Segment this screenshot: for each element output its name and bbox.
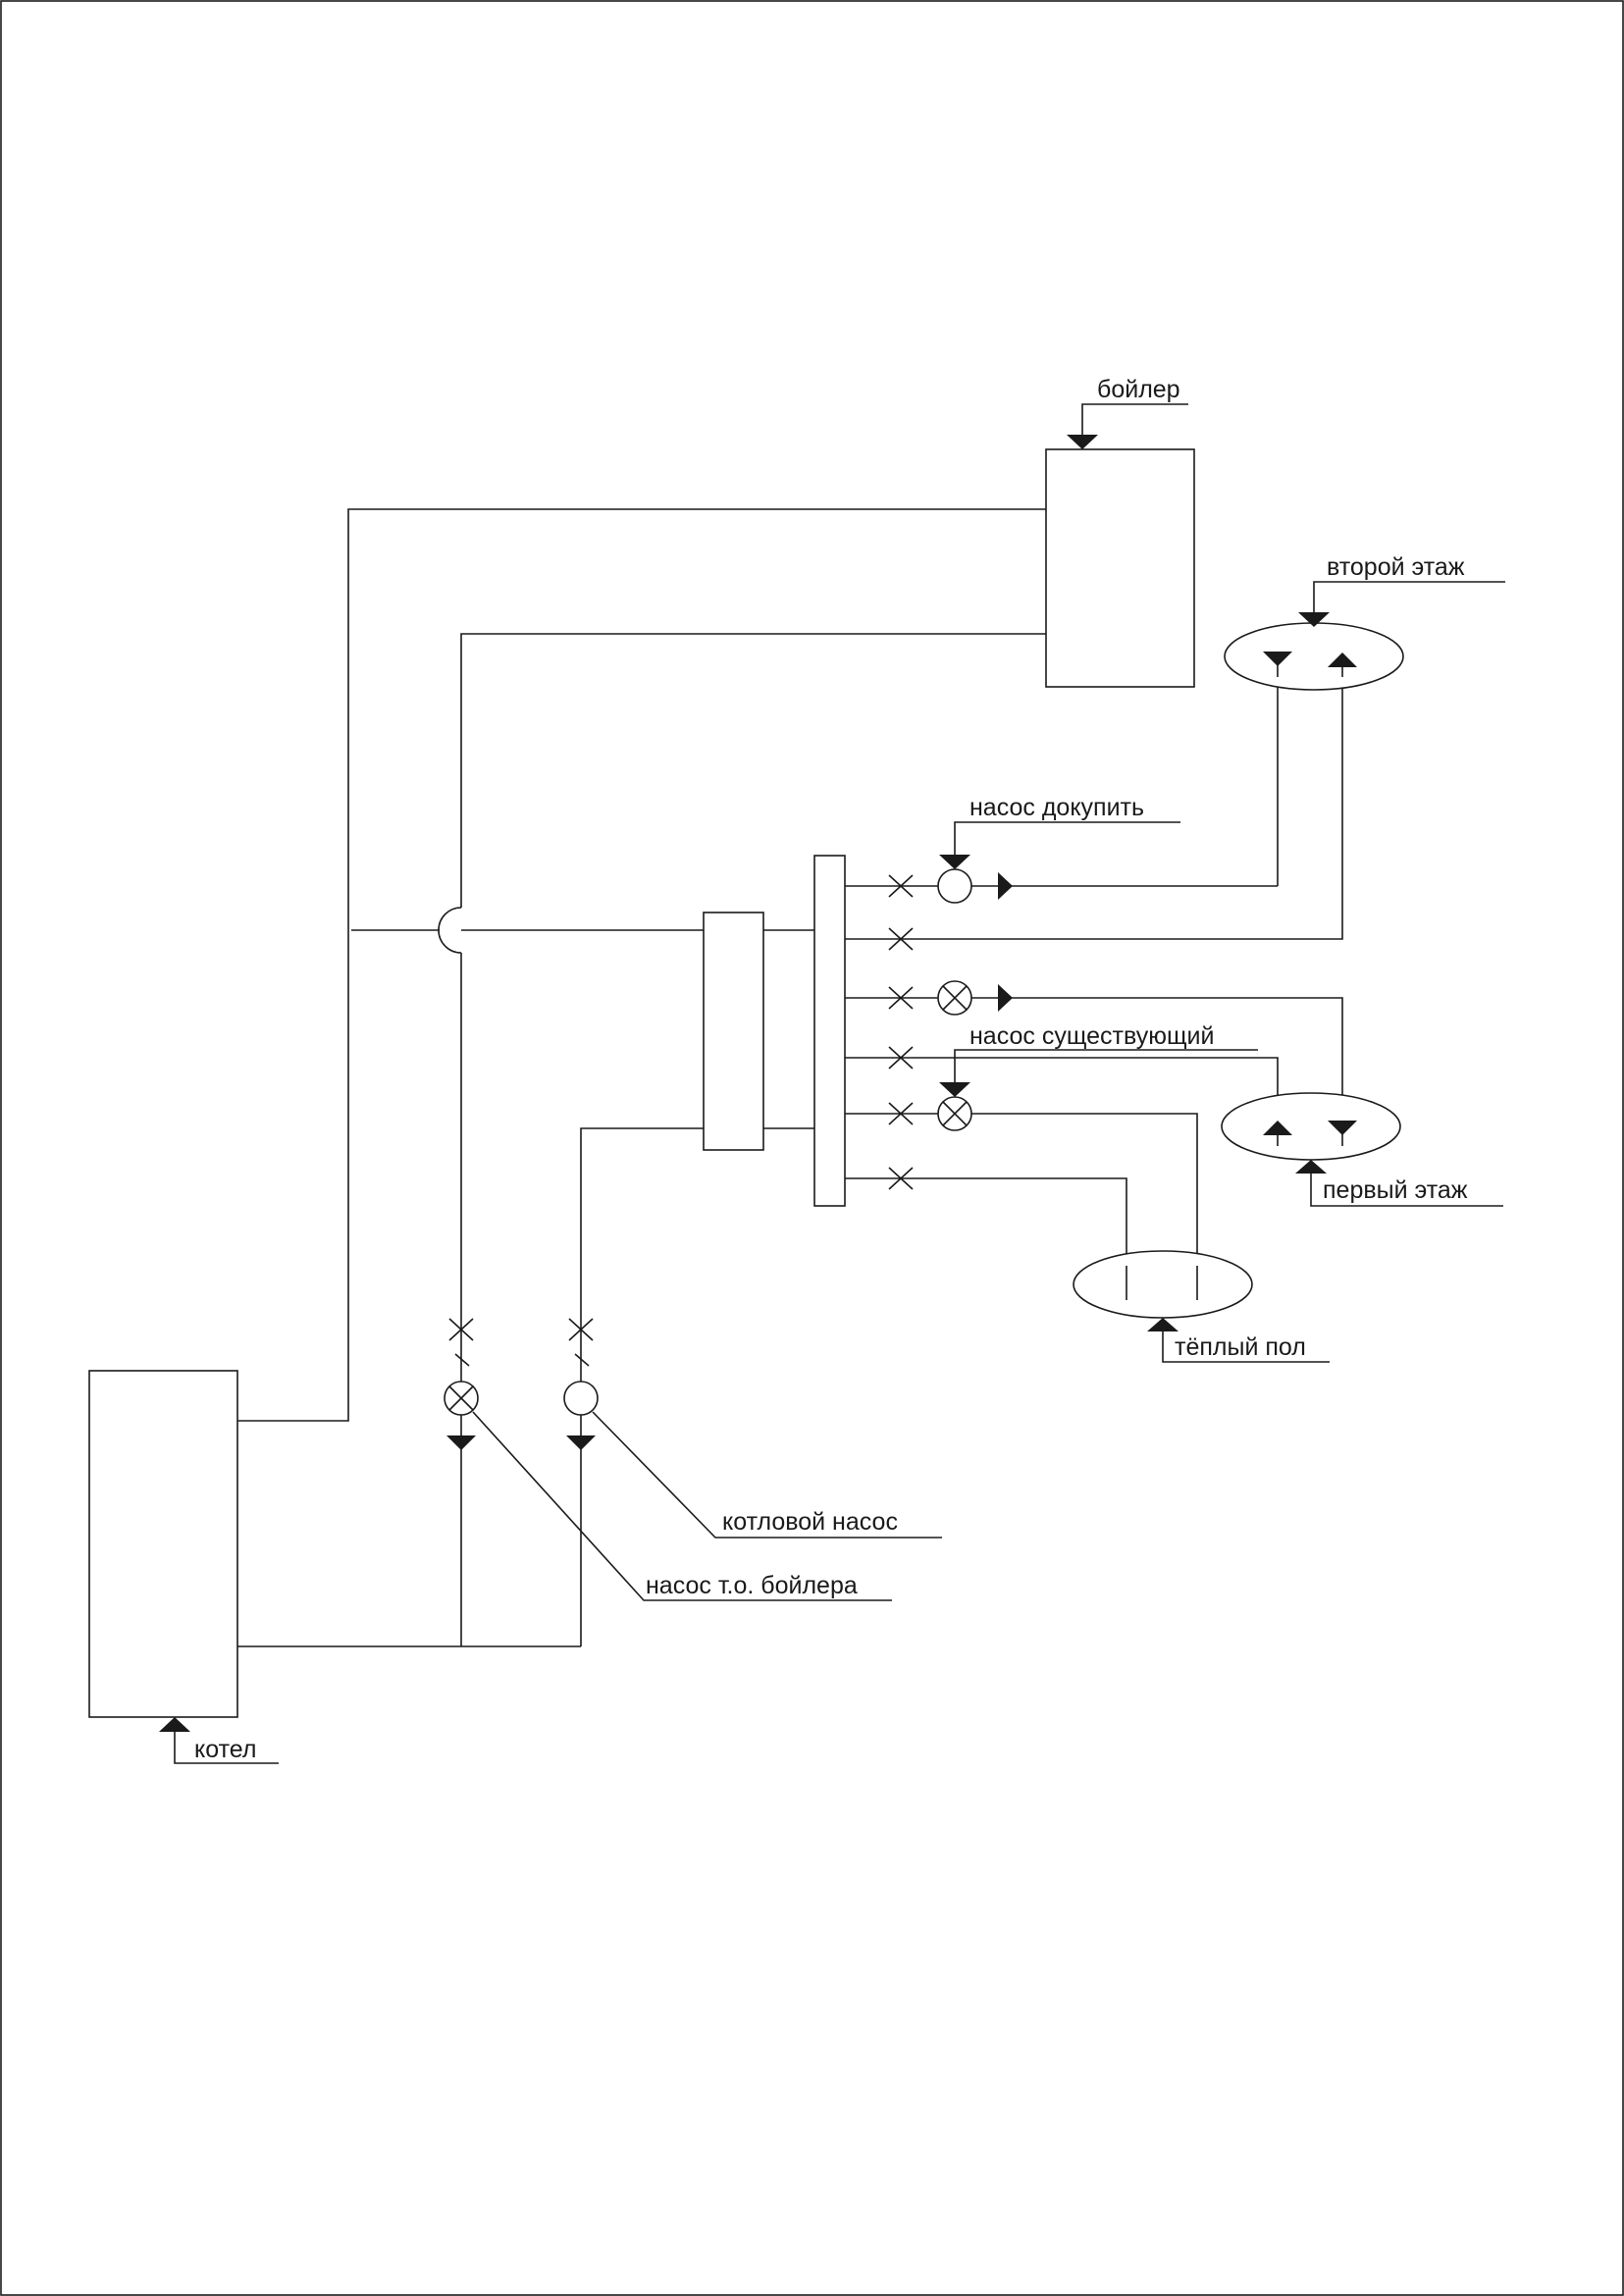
- valve-icon: [888, 1102, 914, 1125]
- leader-line: [954, 1049, 1258, 1082]
- leader-line: [1162, 1318, 1330, 1363]
- leader-line: [954, 821, 1180, 855]
- flow-arrow-icon: [1263, 1121, 1292, 1135]
- pumps: [444, 868, 972, 1416]
- check-valve-icon: [574, 1353, 590, 1367]
- flow-arrow-icon: [998, 984, 1013, 1012]
- label-warm-floor: тёплый пол: [1175, 1333, 1306, 1361]
- leader-line: [1310, 1160, 1503, 1207]
- boiler-pump-icon: [563, 1381, 599, 1416]
- callouts: бойлер второй этаж насос докупить насос …: [159, 376, 1505, 1764]
- valve-icon: [888, 927, 914, 951]
- callout-arrow-icon: [1298, 612, 1330, 627]
- dhw-pump-icon: [444, 1381, 479, 1416]
- first-floor-return-pipe: [845, 1057, 1279, 1122]
- label-first-floor: первый этаж: [1323, 1176, 1468, 1204]
- leader-line: [1081, 403, 1188, 435]
- flow-arrows: [446, 652, 1357, 1450]
- warm-floor-circuit: [1073, 1250, 1253, 1319]
- valve-icon: [888, 874, 914, 898]
- flow-arrow-icon: [998, 872, 1013, 900]
- leader-line: [472, 1411, 892, 1601]
- callout-arrow-icon: [1147, 1318, 1179, 1331]
- label-second-floor: второй этаж: [1327, 553, 1465, 581]
- valve-icon: [448, 1318, 474, 1341]
- pump-add-icon: [937, 868, 972, 904]
- flow-arrow-icon: [446, 1435, 476, 1450]
- hydraulic-separator: [703, 912, 764, 1151]
- leader-line: [592, 1411, 942, 1539]
- label-heating-boiler: котел: [194, 1736, 256, 1763]
- flow-arrow-icon: [1328, 652, 1357, 667]
- valve-icon: [568, 1318, 594, 1341]
- flow-arrow-icon: [1328, 1121, 1357, 1135]
- distribution-collector: [813, 855, 846, 1207]
- heating-boiler: [88, 1370, 238, 1718]
- dhw-boiler-tank: [1045, 448, 1195, 688]
- callout-arrow-icon: [939, 855, 970, 869]
- check-valve-icon: [454, 1353, 470, 1367]
- label-dhw-pump: насос т.о. бойлера: [646, 1572, 858, 1599]
- label-pump-existing: насос существующий: [969, 1022, 1214, 1050]
- leader-line: [174, 1732, 279, 1764]
- callout-arrow-icon: [1067, 435, 1098, 449]
- flow-arrow-icon: [1263, 652, 1292, 666]
- label-boiler: бойлер: [1097, 376, 1180, 403]
- label-pump-add: насос докупить: [969, 794, 1144, 821]
- first-floor-circuit: [1221, 1092, 1401, 1161]
- leader-line: [1313, 581, 1505, 612]
- callout-arrow-icon: [1295, 1160, 1327, 1174]
- callout-arrow-icon: [159, 1717, 190, 1732]
- callout-arrow-icon: [939, 1082, 970, 1097]
- second-floor-circuit: [1224, 622, 1404, 691]
- pipe-crossover: [438, 907, 462, 954]
- boiler-loop-pipe: [237, 508, 1105, 1422]
- valve-icon: [888, 1167, 914, 1190]
- shutoff-valves: [448, 874, 914, 1367]
- pump-existing-icon: [937, 1096, 972, 1131]
- label-boiler-pump: котловой насос: [722, 1508, 898, 1536]
- valve-icon: [888, 1046, 914, 1070]
- boiler-pump-riser: [580, 1127, 704, 1646]
- valve-icon: [888, 986, 914, 1010]
- pump-existing-top-icon: [937, 980, 972, 1016]
- second-floor-return-pipe: [845, 667, 1343, 940]
- flow-arrow-icon: [566, 1435, 596, 1450]
